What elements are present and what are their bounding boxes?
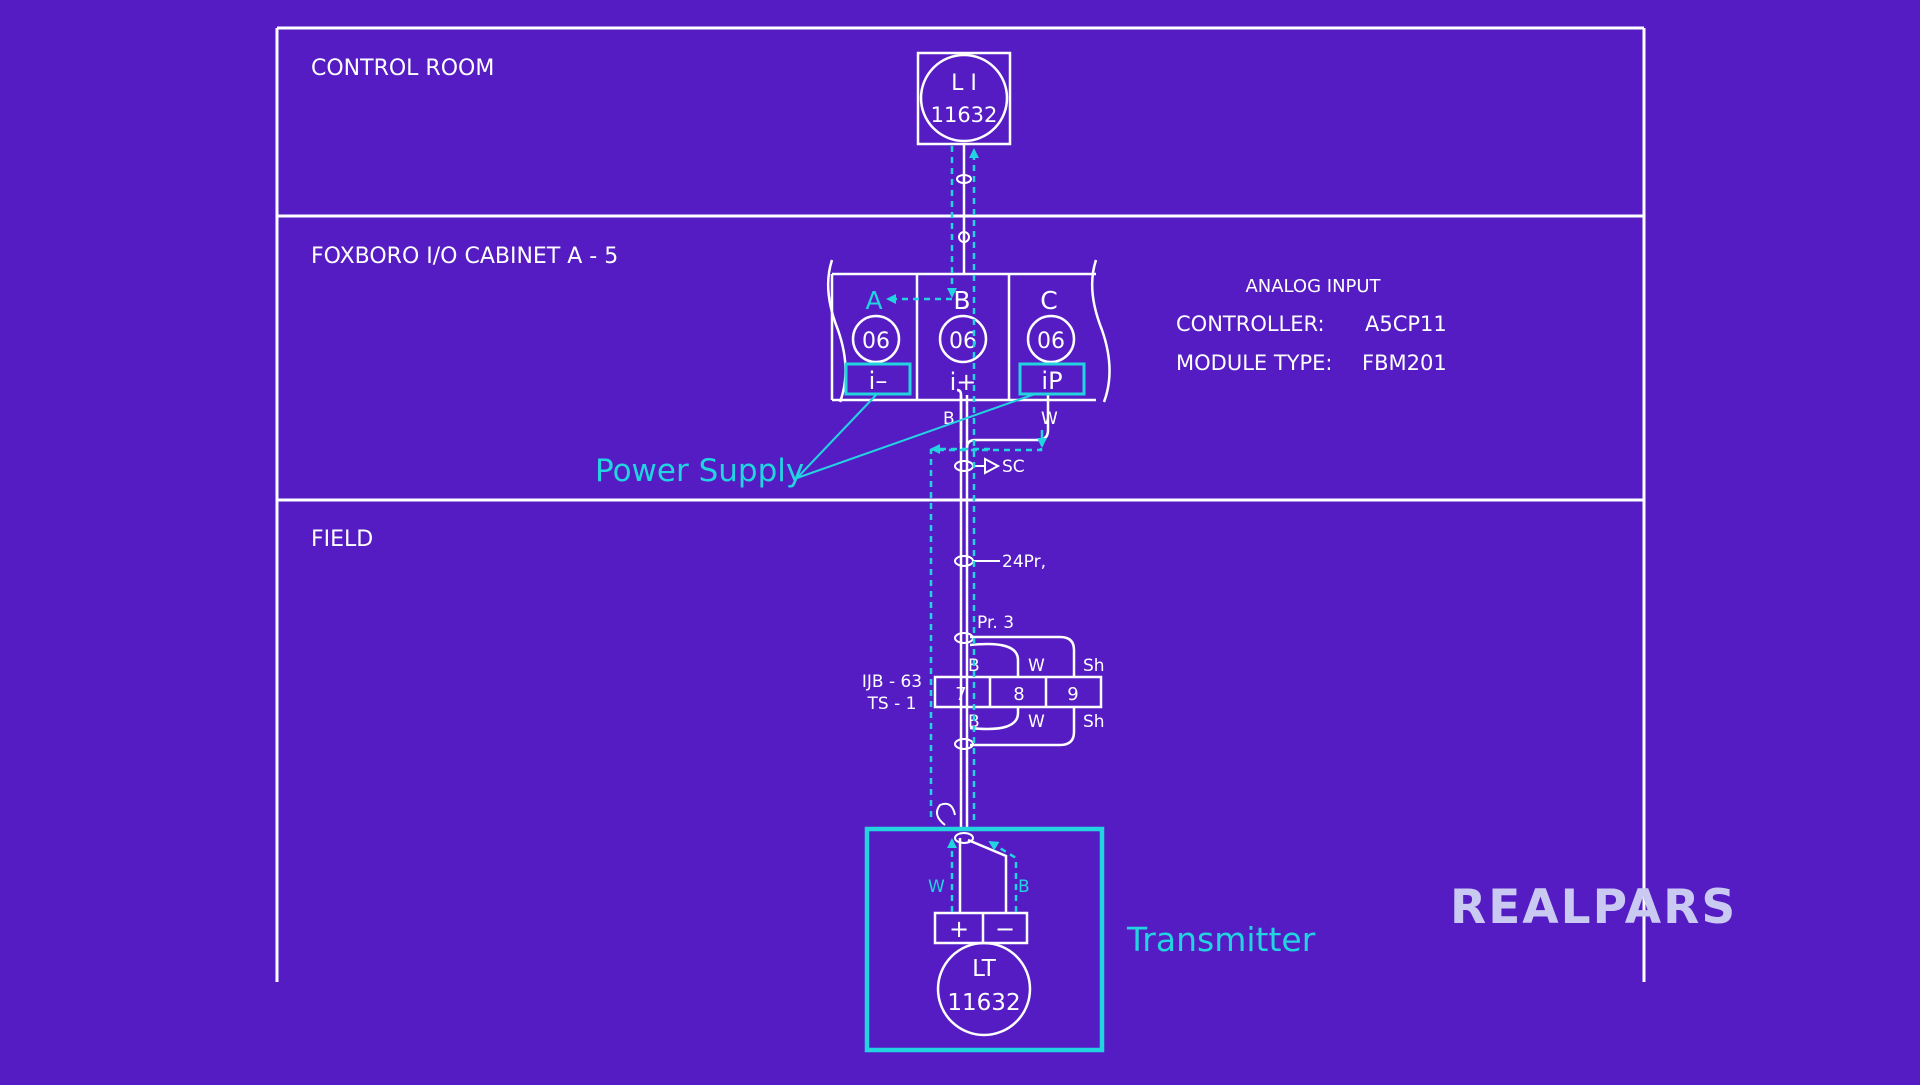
terminal-c-label: iP <box>1041 367 1062 395</box>
transmitter-box <box>864 826 1105 1053</box>
terminal-b-circle <box>938 314 988 364</box>
wire-label-w-cabinet: W <box>1041 409 1058 429</box>
transmitter-b-label: B <box>1018 877 1030 897</box>
junction-box-name: IJB - 63 <box>862 672 922 692</box>
terminal-a-circle <box>851 314 901 364</box>
terminal-a: A 06 i– <box>844 286 912 396</box>
wire-label-b-cabinet: B <box>943 409 955 429</box>
zone-control-room-label: CONTROL ROOM <box>311 56 494 81</box>
terminal-a-letter: A <box>865 286 882 315</box>
terminal-b-number: 06 <box>949 329 977 354</box>
terminal-c-circle <box>1026 314 1076 364</box>
cabinet-info-title: ANALOG INPUT <box>1245 276 1381 297</box>
terminal-a-box <box>844 362 912 396</box>
transmitter-tag: LT <box>972 956 997 982</box>
transmitter-w-label: W <box>928 877 945 897</box>
terminal-a-number: 06 <box>862 329 890 354</box>
power-supply-leader-c <box>796 393 1036 479</box>
transmitter-number: 11632 <box>947 990 1020 1016</box>
jb-top-sh-label: Sh <box>1083 656 1105 676</box>
terminal-c-box <box>1018 362 1086 396</box>
wire-label-pair-count: 24Pr, <box>1002 552 1046 572</box>
terminal-a-label: i– <box>869 367 888 395</box>
main-cable <box>956 144 1050 830</box>
jb-top-w-label: W <box>1028 656 1045 676</box>
zone-field-label: FIELD <box>311 527 373 552</box>
cable-markers <box>935 174 1001 844</box>
controller-value: A5CP11 <box>1365 312 1447 336</box>
zone-cabinet-label: FOXBORO I/O CABINET A - 5 <box>311 244 618 269</box>
signal-paths <box>886 146 1047 912</box>
junction-box-strip: TS - 1 <box>867 694 917 714</box>
transmitter-circle <box>936 941 1032 1037</box>
signal-transmitter-minus <box>988 840 1018 912</box>
transmitter-callout: Transmitter <box>1126 920 1316 959</box>
transmitter: + − LT 11632 W B <box>864 826 1105 1053</box>
controller-label: CONTROLLER: <box>1176 312 1325 336</box>
indicator-box <box>916 51 1012 146</box>
jb-bottom-w-label: W <box>1028 712 1045 732</box>
indicator-tag: L I <box>951 71 977 96</box>
cabinet-info: ANALOG INPUT CONTROLLER: A5CP11 MODULE T… <box>1176 276 1447 375</box>
terminal-c-letter: C <box>1040 286 1057 315</box>
terminal-b-letter: B <box>953 286 970 315</box>
jb-bottom-sh-label: Sh <box>1083 712 1105 732</box>
level-indicator: L I 11632 <box>916 51 1012 146</box>
terminal-b-label: i+ <box>950 368 977 396</box>
transmitter-plus: + <box>949 915 969 943</box>
junction-terminal-8: 8 <box>1013 684 1024 705</box>
junction-terminal-7: 7 <box>955 684 966 705</box>
power-supply-leader-a <box>796 393 878 479</box>
jb-bottom-b-label: B <box>968 712 980 732</box>
power-supply-label: Power Supply <box>595 453 804 489</box>
module-type-label: MODULE TYPE: <box>1176 351 1333 375</box>
realpars-logo: REALPARS <box>1450 880 1737 935</box>
terminal-c-number: 06 <box>1037 329 1065 354</box>
wire-label-pair: Pr. 3 <box>977 613 1014 633</box>
junction-box: IJB - 63 TS - 1 7 8 9 B W Sh B W Sh <box>862 635 1105 747</box>
module-type-value: FBM201 <box>1362 351 1447 375</box>
transmitter-minus: − <box>995 915 1015 943</box>
terminal-c: C 06 iP <box>1018 286 1086 396</box>
junction-terminal-9: 9 <box>1067 684 1078 705</box>
indicator-circle <box>919 53 1009 143</box>
terminal-block <box>826 259 1111 403</box>
signal-w-to-transmitter <box>929 448 1043 820</box>
wire-label-sc: SC <box>1002 457 1025 477</box>
power-supply-callout: Power Supply <box>595 393 1036 489</box>
terminal-b: B 06 i+ <box>938 286 988 396</box>
indicator-number: 11632 <box>931 103 998 127</box>
